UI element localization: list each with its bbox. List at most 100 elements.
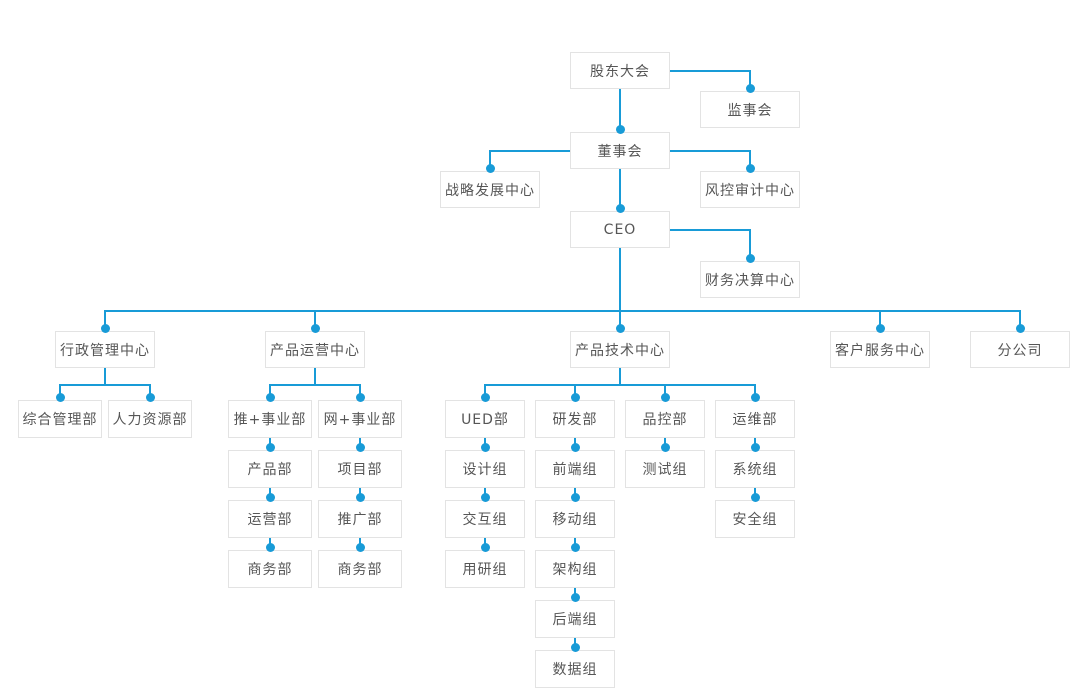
- connector-line: [749, 150, 751, 172]
- org-node-data-group: 数据组: [535, 650, 615, 688]
- org-node-admin-management-center: 行政管理中心: [55, 331, 155, 368]
- connector-dot: [615, 324, 625, 333]
- connector-dot: [745, 164, 755, 173]
- connector-line: [1019, 310, 1021, 331]
- connector-dot: [745, 84, 755, 93]
- org-node-business-dept-2: 商务部: [318, 550, 402, 588]
- connector-line: [619, 89, 621, 132]
- org-node-user-research-group: 用研组: [445, 550, 525, 588]
- org-node-system-group: 系统组: [715, 450, 795, 488]
- org-node-frontend-group: 前端组: [535, 450, 615, 488]
- connector-dot: [355, 443, 365, 452]
- connector-dot: [355, 493, 365, 502]
- org-node-ceo: CEO: [570, 211, 670, 248]
- connector-dot: [265, 443, 275, 452]
- connector-dot: [570, 593, 580, 602]
- connector-dot: [355, 393, 365, 402]
- connector-dot: [55, 393, 65, 402]
- connector-line: [574, 384, 576, 399]
- org-node-security-group: 安全组: [715, 500, 795, 538]
- connector-line: [59, 384, 151, 386]
- org-node-human-resources-dept: 人力资源部: [108, 400, 192, 438]
- connector-line: [104, 368, 106, 385]
- connector-line: [104, 310, 1021, 312]
- org-node-architecture-group: 架构组: [535, 550, 615, 588]
- connector-dot: [750, 493, 760, 502]
- connector-dot: [660, 393, 670, 402]
- org-node-wang-plus-business-dept: 网+事业部: [318, 400, 402, 438]
- connector-dot: [145, 393, 155, 402]
- connector-dot: [1015, 324, 1025, 333]
- connector-line: [670, 229, 750, 231]
- connector-line: [619, 169, 621, 211]
- org-node-general-management-dept: 综合管理部: [18, 400, 102, 438]
- connector-line: [619, 248, 621, 331]
- connector-dot: [615, 204, 625, 213]
- org-node-operation-dept: 运营部: [228, 500, 312, 538]
- org-node-tui-plus-business-dept: 推+事业部: [228, 400, 312, 438]
- org-node-product-operation-center: 产品运营中心: [265, 331, 365, 368]
- org-node-backend-group: 后端组: [535, 600, 615, 638]
- connector-dot: [570, 443, 580, 452]
- connector-line: [59, 384, 61, 399]
- connector-line: [314, 368, 316, 385]
- connector-dot: [265, 393, 275, 402]
- connector-line: [670, 70, 750, 72]
- org-node-quality-control-dept: 品控部: [625, 400, 705, 438]
- org-node-branch-company: 分公司: [970, 331, 1070, 368]
- connector-dot: [660, 443, 670, 452]
- connector-dot: [480, 393, 490, 402]
- org-node-project-dept: 项目部: [318, 450, 402, 488]
- connector-line: [490, 150, 570, 152]
- connector-dot: [570, 643, 580, 652]
- org-node-strategy-development-center: 战略发展中心: [440, 171, 540, 208]
- org-node-testing-group: 测试组: [625, 450, 705, 488]
- connector-line: [749, 70, 751, 92]
- connector-line: [314, 310, 316, 331]
- org-node-rd-dept: 研发部: [535, 400, 615, 438]
- connector-line: [749, 229, 751, 262]
- org-node-ops-maintenance-dept: 运维部: [715, 400, 795, 438]
- connector-line: [619, 368, 621, 385]
- org-node-interaction-group: 交互组: [445, 500, 525, 538]
- connector-line: [664, 384, 666, 399]
- connector-line: [359, 384, 361, 399]
- org-node-business-dept-1: 商务部: [228, 550, 312, 588]
- connector-line: [879, 310, 881, 331]
- connector-line: [104, 310, 106, 331]
- connector-dot: [750, 393, 760, 402]
- org-node-design-group: 设计组: [445, 450, 525, 488]
- org-node-risk-audit-center: 风控审计中心: [700, 171, 800, 208]
- connector-line: [670, 150, 750, 152]
- connector-dot: [480, 543, 490, 552]
- connector-dot: [265, 493, 275, 502]
- connector-line: [484, 384, 486, 399]
- org-node-product-dept: 产品部: [228, 450, 312, 488]
- org-node-ued-dept: UED部: [445, 400, 525, 438]
- connector-line: [269, 384, 361, 386]
- connector-line: [754, 384, 756, 399]
- org-node-financial-settlement-center: 财务决算中心: [700, 261, 800, 298]
- connector-line: [269, 384, 271, 399]
- connector-dot: [615, 125, 625, 134]
- connector-dot: [570, 543, 580, 552]
- connector-line: [484, 384, 756, 386]
- org-node-product-technology-center: 产品技术中心: [570, 331, 670, 368]
- connector-dot: [875, 324, 885, 333]
- connector-dot: [750, 443, 760, 452]
- connector-dot: [570, 493, 580, 502]
- connector-dot: [100, 324, 110, 333]
- connector-dot: [485, 164, 495, 173]
- connector-dot: [265, 543, 275, 552]
- connector-dot: [355, 543, 365, 552]
- connector-line: [489, 150, 491, 172]
- org-node-shareholders-meeting: 股东大会: [570, 52, 670, 89]
- org-node-supervisory-board: 监事会: [700, 91, 800, 128]
- org-node-mobile-group: 移动组: [535, 500, 615, 538]
- connector-dot: [480, 443, 490, 452]
- connector-dot: [310, 324, 320, 333]
- connector-line: [149, 384, 151, 399]
- connector-dot: [745, 254, 755, 263]
- connector-dot: [570, 393, 580, 402]
